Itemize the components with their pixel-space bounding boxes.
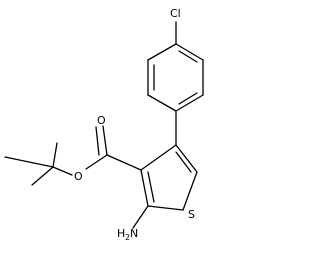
atom-oxygen-ester: O — [74, 170, 83, 183]
bond — [175, 144, 198, 173]
bond — [175, 94, 204, 112]
molecule-diagram: Cl O O S H 2 N — [4, 7, 204, 242]
bond — [140, 144, 177, 171]
bond-o-c — [52, 166, 73, 176]
double-bond-inner — [147, 171, 155, 203]
amine-label: H 2 N — [117, 227, 138, 242]
bond — [182, 171, 198, 211]
bond — [175, 43, 204, 61]
bond-c-o-single — [85, 154, 108, 170]
bond — [140, 169, 149, 207]
tert-butyl-group — [4, 142, 58, 186]
bond-c-o-double — [95, 126, 100, 156]
double-bond-inner — [178, 92, 198, 105]
thiophene-ring — [140, 144, 198, 211]
bond — [4, 156, 54, 168]
bond — [31, 166, 54, 186]
bond — [147, 205, 184, 211]
bond — [106, 154, 142, 171]
structure-svg: Cl O O S H 2 N — [4, 7, 204, 242]
double-bond-inner — [175, 151, 192, 173]
bond — [52, 142, 58, 168]
ester-group — [52, 125, 142, 176]
amine-subscript: 2 — [125, 233, 130, 242]
amine-n: N — [130, 227, 138, 240]
bond-c-o-double — [102, 125, 108, 156]
chlorophenyl-ring — [147, 43, 204, 112]
bond — [147, 94, 177, 112]
atom-sulfur: S — [188, 208, 195, 221]
bond — [147, 43, 177, 61]
atom-oxygen-carbonyl: O — [97, 114, 106, 127]
bond-c-n — [132, 205, 149, 229]
atom-chlorine: Cl — [170, 7, 181, 20]
amine-h: H — [117, 227, 125, 240]
double-bond-inner — [178, 50, 198, 63]
